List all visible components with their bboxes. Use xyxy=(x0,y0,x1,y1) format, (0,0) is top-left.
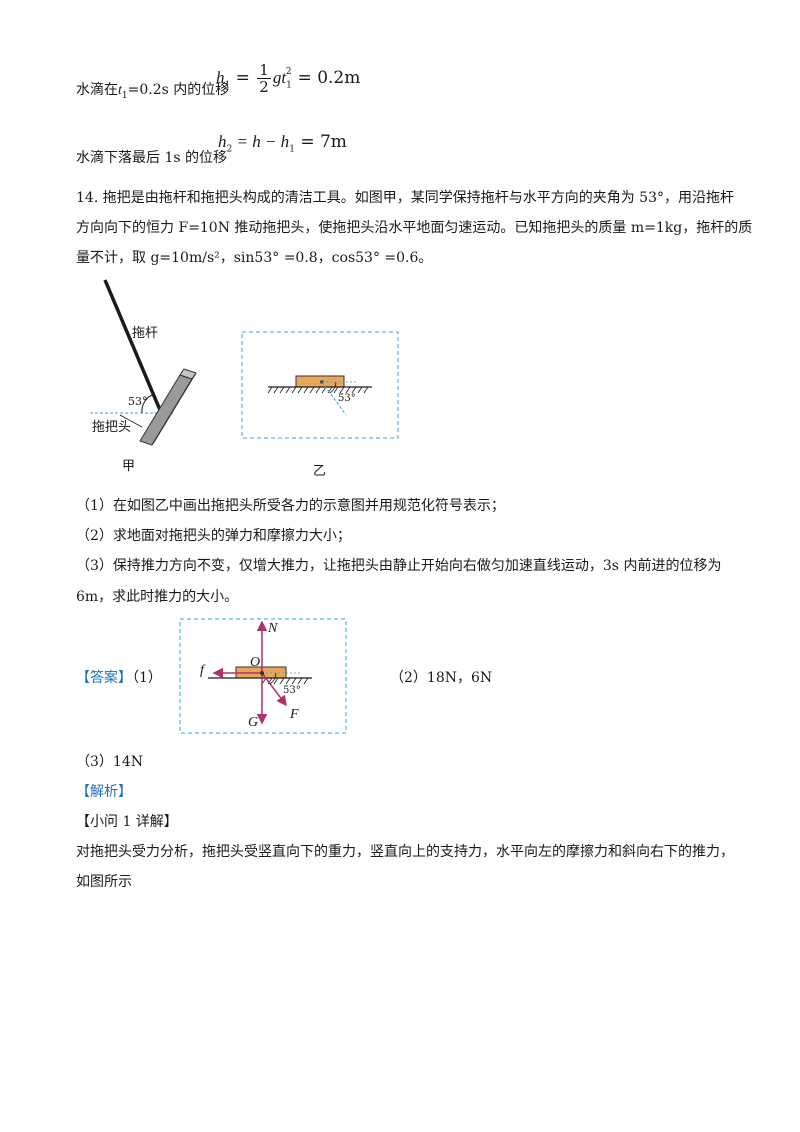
figure-jia-caption: 甲 xyxy=(122,459,136,474)
equals: = xyxy=(235,68,250,88)
analysis-text-1: 对拖把头受力分析，拖把头受竖直向下的重力，竖直向上的支持力，水平向左的摩擦力和斜… xyxy=(76,844,734,860)
problem-line-1: 14. 拖把是由拖杆和拖把头构成的清洁工具。如图甲，某同学保持拖杆与水平方向的夹… xyxy=(76,188,734,208)
var-h: h xyxy=(218,132,227,151)
figure-yi xyxy=(241,331,399,439)
rod-label: 拖杆 xyxy=(132,326,159,341)
head-label: 拖把头 xyxy=(92,420,132,435)
var-gt: gt xyxy=(272,68,287,87)
text: 拖把是由拖杆和拖把头构成的清洁工具。如图甲，某同学保持拖杆与水平方向的夹角为 5… xyxy=(102,190,734,206)
var-h: h xyxy=(216,68,225,87)
question-1: （1）在如图乙中画出拖把头所受各力的示意图并用规范化符号表示； xyxy=(76,498,505,514)
yi-angle-label: 53° xyxy=(338,393,356,404)
question-3-line-1: （3）保持推力方向不变，仅增大推力，让拖把头由静止开始向右做匀加速直线运动，3s… xyxy=(76,558,722,574)
sup: 2 xyxy=(285,67,292,78)
force-direction-dashed xyxy=(321,381,347,416)
label-N: N xyxy=(268,621,278,636)
angle-arc xyxy=(329,381,337,394)
label-leader xyxy=(119,414,143,428)
dashed-frame xyxy=(241,331,399,439)
analysis-text-2: 如图所示 xyxy=(76,874,132,890)
label-O: O xyxy=(250,655,261,670)
sub: 2 xyxy=(226,144,233,155)
equation-2: h2 = h − h1 = 7m xyxy=(218,132,347,154)
push-force-arrow xyxy=(261,672,287,707)
rhs: = 7m xyxy=(294,132,347,152)
answer-part-3: （3）14N xyxy=(76,754,143,770)
mop-rod xyxy=(103,279,162,411)
step-line-1: 水滴在t1=0.2s 内的位移 xyxy=(76,80,229,106)
answer-part-1: （1） xyxy=(132,670,162,686)
angle-arc xyxy=(269,672,277,685)
numerator: 1 xyxy=(257,61,271,79)
sub: 1 xyxy=(121,90,128,101)
mop-head xyxy=(139,368,197,446)
sub: 1 xyxy=(286,80,292,91)
analysis-label: 【解析】 xyxy=(76,784,132,800)
angle-arc xyxy=(141,394,153,414)
subquestion-1-header: 【小问 1 详解】 xyxy=(76,814,178,830)
text: =0.2s 内的位移 xyxy=(127,82,230,98)
rhs: = 0.2m xyxy=(297,68,361,88)
text: 水滴在 xyxy=(76,82,118,98)
center-point xyxy=(260,671,264,675)
answer-label: 【答案】 xyxy=(76,670,132,686)
label-angle: 53° xyxy=(283,685,301,696)
label-F: F xyxy=(290,707,299,722)
mid: = h − h xyxy=(232,132,290,151)
sub: 1 xyxy=(224,80,231,91)
label-G: G xyxy=(248,715,259,730)
sub: 1 xyxy=(289,144,295,155)
text: 水滴下落最后 1s 的位移 xyxy=(76,150,227,166)
text: 方向向下的恒力 F=10N 推动拖把头，使拖把头沿水平地面匀速运动。已知拖把头的… xyxy=(76,220,753,236)
figure-yi-caption: 乙 xyxy=(313,464,327,479)
problem-number: 14. xyxy=(76,190,99,206)
question-3-line-2: 6m，求此时推力的大小。 xyxy=(76,589,239,605)
jia-angle-label: 53° xyxy=(128,395,148,408)
problem-line-3: 量不计，取 g=10m/s²，sin53° =0.8，cos53° =0.6。 xyxy=(76,248,432,268)
answer-force-diagram xyxy=(179,618,347,734)
figure-jia xyxy=(90,279,197,446)
denominator: 2 xyxy=(259,78,269,96)
step-line-2: 水滴下落最后 1s 的位移 xyxy=(76,148,227,168)
problem-line-2: 方向向下的恒力 F=10N 推动拖把头，使拖把头沿水平地面匀速运动。已知拖把头的… xyxy=(76,218,752,238)
text: 量不计，取 g=10m/s²，sin53° =0.8，cos53° =0.6。 xyxy=(76,250,433,266)
question-2: （2）求地面对拖把头的弹力和摩擦力大小； xyxy=(76,528,351,544)
mop-head-block xyxy=(295,375,345,388)
var-t: t xyxy=(118,83,122,98)
answer-row: 【答案】（1） xyxy=(76,668,162,688)
answer-part-2: （2）18N，6N xyxy=(390,670,493,686)
label-f: f xyxy=(200,663,204,678)
